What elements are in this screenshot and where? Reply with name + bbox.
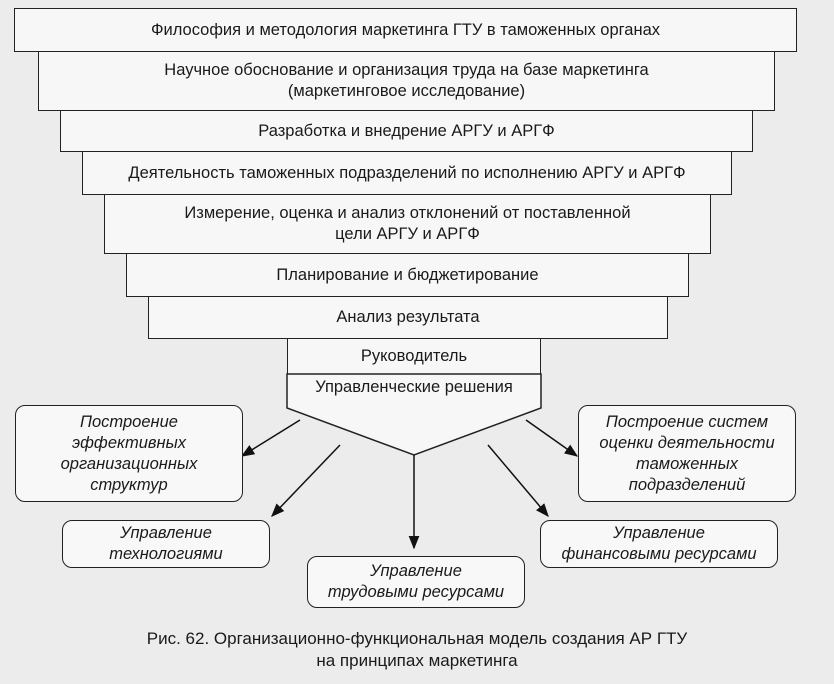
outcome-evaluation-systems: Построение систем оценки деятельности та… — [578, 405, 796, 502]
decisions-shape — [286, 373, 542, 456]
arrow-to-technology — [271, 444, 341, 517]
outcome-finance: Управление финансовыми ресурсами — [540, 520, 778, 568]
decisions-label: Управленческие решения — [315, 378, 513, 396]
outcome-org-structures: Построение эффективных организационных с… — [15, 405, 243, 502]
tier-philosophy: Философия и методология маркетинга ГТУ в… — [14, 8, 797, 52]
tier-scientific-basis: Научное обоснование и организация труда … — [38, 51, 775, 111]
tier-development: Разработка и внедрение АРГУ и АРГФ — [60, 110, 753, 152]
tier-measurement: Измерение, оценка и анализ отклонений от… — [104, 194, 711, 254]
outcome-labor: Управление трудовыми ресурсами — [307, 556, 525, 608]
figure-caption: Рис. 62. Организационно-функциональная м… — [0, 628, 834, 672]
caption-line-2: на принципах маркетинга — [316, 651, 518, 670]
arrow-to-finance — [487, 444, 549, 518]
tier-planning: Планирование и бюджетирование — [126, 253, 689, 297]
outcome-technology: Управление технологиями — [62, 520, 270, 568]
tier-customs-activity: Деятельность таможенных подразделений по… — [82, 151, 732, 195]
arrow-to-evaluation — [525, 419, 579, 457]
tier-manager: Руководитель — [287, 338, 541, 375]
tier-result-analysis: Анализ результата — [148, 296, 668, 339]
arrow-to-org-structures — [240, 419, 301, 457]
caption-line-1: Рис. 62. Организационно-функциональная м… — [146, 629, 688, 648]
